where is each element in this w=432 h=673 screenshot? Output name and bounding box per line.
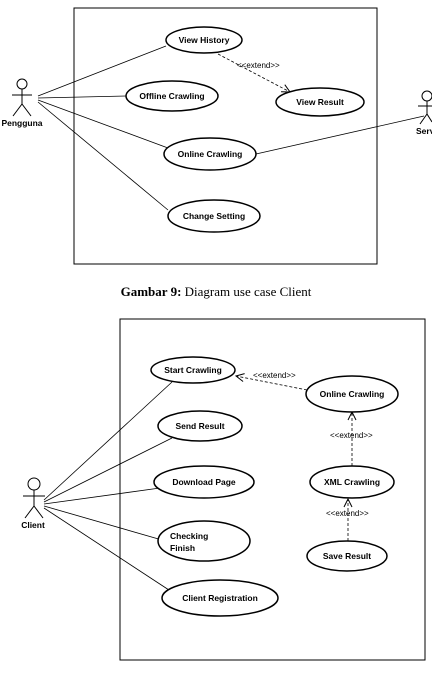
use-case-label: Send Result bbox=[175, 421, 224, 431]
use-case-view-history[interactable]: View History bbox=[165, 26, 243, 54]
extend-label: <<extend>> bbox=[237, 61, 280, 70]
extend-dependency-1: <<extend>> bbox=[217, 53, 290, 92]
extend-label: <<extend>> bbox=[330, 431, 373, 440]
caption-text: Diagram use case Client bbox=[184, 284, 312, 299]
use-case-label-line-2: Finish bbox=[170, 543, 195, 553]
use-case-label: View History bbox=[179, 35, 230, 45]
use-case-label-line-1: Checking bbox=[170, 531, 208, 541]
diagram-1: <<extend>> Pengguna Serv View History bbox=[1, 7, 432, 265]
system-boundary-1 bbox=[73, 7, 378, 265]
use-case-start-crawling[interactable]: Start Crawling bbox=[150, 356, 236, 384]
use-case-xml-crawling[interactable]: XML Crawling bbox=[309, 465, 395, 499]
use-case-send-result[interactable]: Send Result bbox=[157, 410, 243, 442]
extend-dependencies-2: <<extend>> <<extend>> <<extend>> bbox=[236, 371, 373, 541]
use-case-label: Online Crawling bbox=[320, 389, 385, 399]
use-case-label: Change Setting bbox=[183, 211, 245, 221]
use-case-label: View Result bbox=[296, 97, 344, 107]
actor-label-pengguna: Pengguna bbox=[1, 118, 42, 128]
use-case-label: Client Registration bbox=[182, 593, 258, 603]
system-boundary-2 bbox=[119, 318, 426, 661]
actor-label-server: Serv bbox=[416, 126, 432, 136]
use-case-client-registration[interactable]: Client Registration bbox=[161, 579, 279, 617]
use-case-checking-finish[interactable]: Checking Finish bbox=[157, 520, 251, 562]
use-case-label: Start Crawling bbox=[164, 365, 222, 375]
extend-label: <<extend>> bbox=[253, 371, 296, 380]
use-case-online-crawling[interactable]: Online Crawling bbox=[163, 137, 257, 171]
use-case-label: XML Crawling bbox=[324, 477, 380, 487]
use-case-change-setting[interactable]: Change Setting bbox=[167, 199, 261, 233]
use-case-label: Save Result bbox=[323, 551, 371, 561]
actor-pengguna bbox=[12, 78, 32, 117]
use-case-online-crawling-2[interactable]: Online Crawling bbox=[305, 375, 399, 413]
use-case-download-page[interactable]: Download Page bbox=[153, 465, 255, 499]
diagram-2: <<extend>> <<extend>> <<extend>> Client … bbox=[21, 318, 426, 661]
actor-label-client: Client bbox=[21, 520, 45, 530]
use-case-label: Online Crawling bbox=[178, 149, 243, 159]
caption-number: Gambar 9: bbox=[120, 284, 182, 299]
associations-1 bbox=[37, 45, 425, 211]
figure-caption: Gambar 9: Diagram use case Client bbox=[0, 284, 432, 300]
actor-client bbox=[23, 477, 45, 519]
use-case-label: Offline Crawling bbox=[139, 91, 204, 101]
actor-server bbox=[418, 90, 432, 125]
use-case-view-result[interactable]: View Result bbox=[275, 87, 365, 117]
use-case-save-result[interactable]: Save Result bbox=[306, 540, 388, 572]
associations-2 bbox=[43, 381, 173, 593]
use-case-offline-crawling[interactable]: Offline Crawling bbox=[125, 80, 219, 112]
use-case-label: Download Page bbox=[172, 477, 236, 487]
extend-label: <<extend>> bbox=[326, 509, 369, 518]
